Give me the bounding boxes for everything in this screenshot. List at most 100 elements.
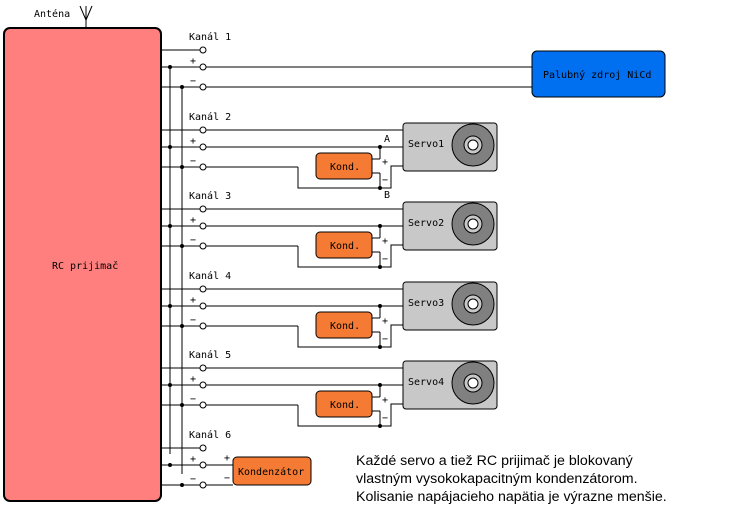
junction-dot <box>168 383 172 387</box>
plus-sign: + <box>190 215 196 226</box>
minus-sign: − <box>190 474 196 485</box>
junction-dot <box>180 403 184 407</box>
junction-dot <box>378 383 382 387</box>
terminal-pin <box>199 143 207 151</box>
plus-sign: + <box>382 316 388 327</box>
servo-label: Servo3 <box>408 298 444 309</box>
servo-label: Servo4 <box>408 377 444 388</box>
channel-label: Kanál 1 <box>189 31 231 43</box>
minus-sign: − <box>190 315 196 326</box>
rc-receiver <box>3 27 162 502</box>
junction-dot <box>378 224 382 228</box>
minus-sign: − <box>190 394 196 405</box>
channel-label: Kanál 3 <box>189 190 231 202</box>
channel-4: Kanál 4+−+−Kond.Servo3 <box>168 270 498 349</box>
point-b-label: B <box>384 190 390 201</box>
battery-label: Palubný zdroj NiCd <box>543 69 651 81</box>
terminal-pin <box>199 364 207 372</box>
plus-sign: + <box>382 157 388 168</box>
terminal-pin <box>199 302 207 310</box>
receiver-capacitor-body <box>232 456 312 486</box>
channel-6: Kanál 6+−+−Kondenzátor <box>168 429 312 489</box>
junction-dot <box>378 345 382 349</box>
terminal-pin <box>199 83 207 91</box>
channel-5: Kanál 5+−+−Kond.Servo4 <box>168 349 498 428</box>
minus-return-wire <box>297 403 403 427</box>
terminal-pin <box>199 322 207 330</box>
receiver-label: RC prijimač <box>52 260 118 272</box>
explanation-note: Každé servo a tiež RC prijimač je blokov… <box>356 452 667 506</box>
servo-gear-center <box>467 218 479 230</box>
servo-gear-center <box>467 139 479 151</box>
plus-sign: + <box>190 56 196 67</box>
junction-dot <box>168 65 172 69</box>
junction-dot <box>378 186 382 190</box>
junction-dot <box>378 304 382 308</box>
junction-dot <box>180 244 184 248</box>
point-a-label: A <box>384 134 390 145</box>
junction-dot <box>378 265 382 269</box>
capacitor-body <box>315 311 373 339</box>
capacitor-body <box>315 231 373 259</box>
terminal-pin <box>199 285 207 293</box>
antenna <box>79 5 93 28</box>
terminal-pin <box>199 381 207 389</box>
junction-dot <box>168 463 172 467</box>
plus-sign: + <box>382 395 388 406</box>
plus-sign: + <box>224 453 230 464</box>
servo-gear-center <box>467 298 479 310</box>
capacitor-label: Kond. <box>330 241 360 252</box>
minus-sign: − <box>190 235 196 246</box>
channel-2: Kanál 2+−+−Kond.Servo1 <box>168 111 498 190</box>
note-line-3: Kolisanie napájacieho napätia je výrazne… <box>356 489 667 505</box>
servo-label: Servo1 <box>408 139 444 150</box>
minus-sign: − <box>190 76 196 87</box>
servo-gear-center <box>467 377 479 389</box>
plus-sign: + <box>190 295 196 306</box>
minus-return-wire <box>297 244 403 268</box>
capacitor-body <box>315 390 373 418</box>
battery-pack <box>531 50 666 98</box>
channel-label: Kanál 2 <box>189 111 231 123</box>
terminal-pin <box>199 126 207 134</box>
wires <box>161 49 532 486</box>
capacitor-label: Kond. <box>330 400 360 411</box>
minus-return-wire <box>297 324 403 348</box>
terminal-pin <box>199 481 207 489</box>
channel-label: Kanál 4 <box>189 270 231 282</box>
junction-dot <box>180 165 184 169</box>
junction-dot <box>180 85 184 89</box>
minus-return-wire <box>297 165 403 189</box>
junction-dot <box>378 424 382 428</box>
junction-dot <box>168 224 172 228</box>
minus-sign: − <box>224 473 230 484</box>
terminal-pin <box>199 461 207 469</box>
channel-1: Kanál 1 + − <box>168 31 231 91</box>
note-line-1: Každé servo a tiež RC prijimač je blokov… <box>356 453 633 469</box>
terminal-pin <box>199 222 207 230</box>
terminal-pin <box>199 242 207 250</box>
terminal-pin <box>199 205 207 213</box>
capacitor-body <box>315 152 373 180</box>
plus-sign: + <box>190 136 196 147</box>
junction-dot <box>168 304 172 308</box>
junction-dot <box>180 324 184 328</box>
minus-sign: − <box>382 254 388 265</box>
antenna-label: Anténa <box>34 8 70 20</box>
junction-dot <box>168 145 172 149</box>
terminal-pin <box>199 401 207 409</box>
channel-label: Kanál 6 <box>189 429 231 441</box>
servo-label: Servo2 <box>408 218 444 229</box>
channel-label: Kanál 5 <box>189 349 231 361</box>
terminal-pin <box>199 444 207 452</box>
terminal-pin <box>199 46 207 54</box>
minus-sign: − <box>382 413 388 424</box>
junction-dot <box>378 145 382 149</box>
receiver-capacitor-label: Kondenzátor <box>238 466 304 478</box>
plus-sign: + <box>190 454 196 465</box>
capacitor-label: Kond. <box>330 162 360 173</box>
terminal-pin <box>199 163 207 171</box>
minus-sign: − <box>382 334 388 345</box>
terminal-pin <box>199 63 207 71</box>
